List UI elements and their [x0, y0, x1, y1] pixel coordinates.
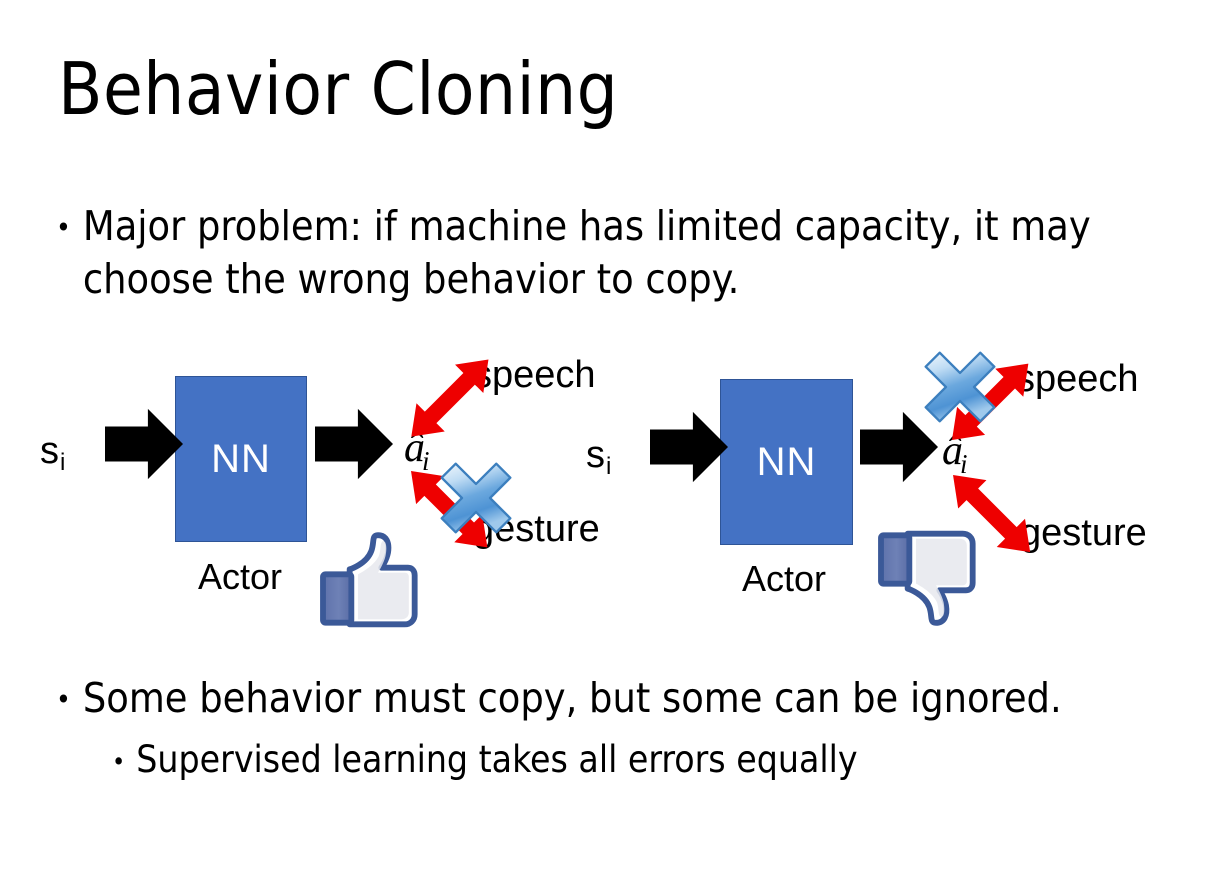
- left-cross-out-icon-gesture: [440, 462, 512, 534]
- bullet-text: Major problem: if machine has limited ca…: [82, 202, 1091, 303]
- bullet-marker-icon: •: [56, 211, 71, 244]
- left-input-state-label: si: [40, 430, 66, 476]
- right-output-action-label: âi: [942, 428, 968, 479]
- bullet-item-some-behavior: • Some behavior must copy, but some can …: [56, 672, 1176, 724]
- left-neural-network-label: NN: [211, 436, 271, 481]
- bullet-marker-icon: •: [56, 683, 71, 716]
- bullet-marker-icon: •: [112, 747, 126, 776]
- left-actor-caption: Actor: [198, 556, 283, 597]
- thumbs-down-icon: [881, 534, 973, 623]
- right-neural-network-box: NN: [720, 379, 853, 545]
- right-neural-network-label: NN: [756, 439, 817, 484]
- right-branch-label-gesture: gesture: [1020, 512, 1147, 554]
- page-title: Behavior Cloning: [58, 47, 619, 131]
- left-output-action-label: âi: [404, 425, 430, 476]
- left-branch-label-gesture: gesture: [473, 508, 600, 550]
- left-branch-label-speech: speech: [473, 354, 596, 396]
- right-actor-caption: Actor: [742, 558, 827, 599]
- bullet-text: Some behavior must copy, but some can be…: [82, 674, 1062, 722]
- right-branch-arrow-speech: [937, 349, 1043, 455]
- right-input-state-label: si: [586, 434, 612, 480]
- right-branch-arrow-gesture: [938, 460, 1045, 567]
- bullet-item-supervised-learning: • Supervised learning takes all errors e…: [112, 736, 1172, 784]
- left-branch-arrow-gesture: [396, 456, 502, 562]
- right-input-arrow-icon: [650, 411, 728, 483]
- left-branch-arrow-speech: [397, 345, 503, 451]
- bullet-text: Supervised learning takes all errors equ…: [136, 738, 858, 781]
- left-neural-network-box: NN: [175, 376, 307, 542]
- thumbs-up-icon: [323, 535, 415, 624]
- right-output-arrow-icon: [860, 411, 938, 483]
- left-input-arrow-icon: [105, 408, 183, 480]
- right-branch-label-speech: speech: [1016, 358, 1139, 400]
- left-output-arrow-icon: [315, 408, 393, 480]
- bullet-item-major-problem: • Major problem: if machine has limited …: [56, 200, 1136, 306]
- right-cross-out-icon-speech: [924, 351, 996, 423]
